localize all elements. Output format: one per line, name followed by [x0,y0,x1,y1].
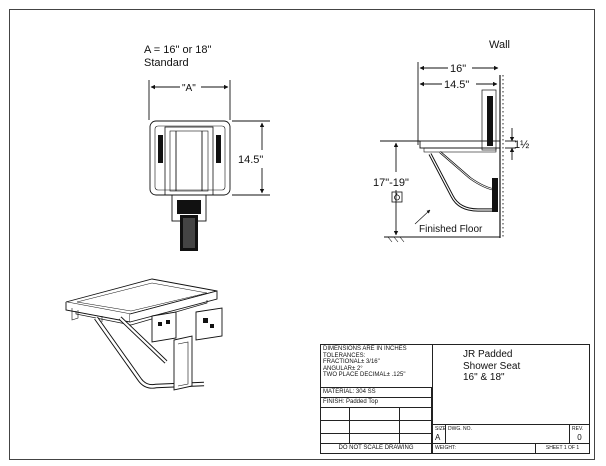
front-caption-line2: Standard [144,57,189,69]
note-line-4: ANGULAR± 2° [323,365,363,372]
side-view: Wall 16" 14.5" 1½ 17"-19 [373,39,529,243]
blank-cell [400,408,432,421]
title-line-1: JR Padded [463,349,513,360]
title-line-3: 16" & 18" [463,372,505,383]
finished-floor-label: Finished Floor [419,224,483,235]
side-thickness-label: 1½ [514,139,529,151]
front-height-label: 14.5" [238,154,263,166]
wall-label: Wall [489,39,510,51]
drawing-sheet-border [9,9,595,460]
finish-note: FINISH: Padded Top [320,398,432,408]
front-caption-line1: A = 16" or 18" [144,44,212,56]
drawing-title: JR Padded Shower Seat 16" & 18" [432,344,590,425]
size-label: SIZE [435,426,446,432]
size-cell: SIZE A [432,425,446,444]
blank-cell [320,408,350,421]
title-line-2: Shower Seat [463,360,521,372]
size-value: A [435,432,441,442]
wheelchair-icon [391,191,403,203]
blank-cell [350,408,400,421]
material-note: MATERIAL: 304 SS [320,388,432,398]
note-line-1: DIMENSIONS ARE IN INCHES [323,346,407,352]
rev-cell: REV. 0 [570,425,590,444]
front-width-label: "A" [182,83,196,94]
blank-cell [320,434,350,444]
blank-cell [350,421,400,434]
side-depth-overall-label: 16" [450,63,466,75]
note-line-2: TOLERANCES: [323,352,366,359]
blank-cell [400,421,432,434]
rev-value: 0 [577,432,582,442]
isometric-view [65,278,223,391]
front-view: A = 16" or 18" Standard "A" 14.5" [144,44,270,251]
scale-note: DO NOT SCALE DRAWING [320,444,432,454]
dwg-no-label: DWG. NO. [448,426,472,432]
blank-cell [350,434,400,444]
weight-cell: WEIGHT: [432,444,536,454]
rev-label: REV. [572,426,584,432]
sheet-cell: SHEET 1 OF 1 [536,444,590,454]
blank-cell [400,434,432,444]
dimensions-note: DIMENSIONS ARE IN INCHES TOLERANCES: FRA… [320,344,432,388]
side-depth-inner-label: 14.5" [444,79,469,91]
blank-cell [320,421,350,434]
side-height-label: 17"-19" [373,177,409,189]
note-line-3: FRACTIONAL± 3/16" [323,359,380,365]
dwg-no-cell: DWG. NO. [446,425,570,444]
note-line-5: TWO PLACE DECIMAL± .125" [323,372,406,378]
